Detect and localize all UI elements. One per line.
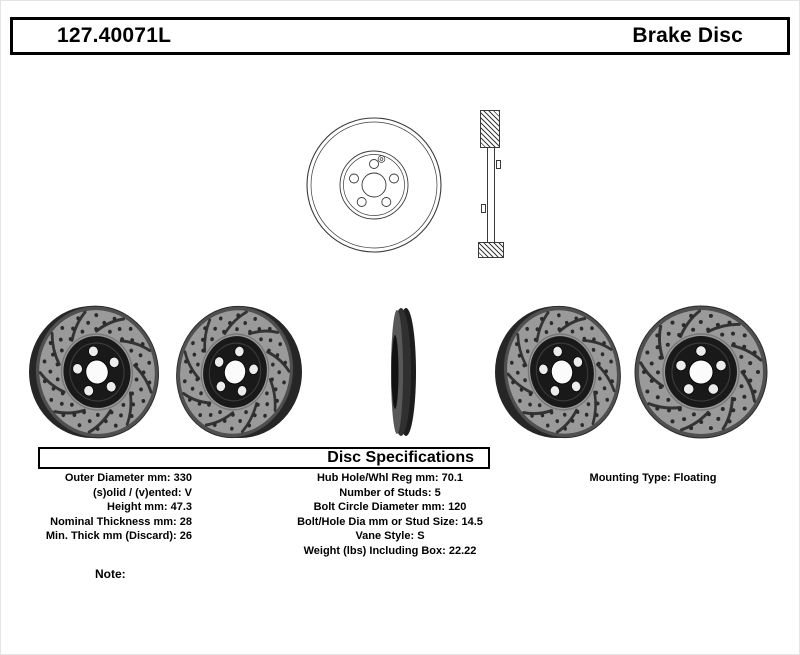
spec-value: V — [184, 486, 192, 499]
cross-section-hat-wall — [487, 148, 495, 242]
spec-value: 330 — [173, 472, 192, 484]
part-number: 127.40071L — [57, 24, 172, 47]
spec-value: 120 — [448, 501, 467, 513]
spec-value: 26 — [179, 530, 192, 542]
note-label: Note: — [95, 567, 126, 581]
product-title: Brake Disc — [632, 24, 743, 47]
spec-row-nominal-thickness: Nominal Thickness mm: 28 — [30, 515, 192, 530]
spec-label: Min. Thick mm (Discard): — [45, 530, 177, 542]
spec-label: Mounting Type: — [589, 472, 671, 484]
spec-label: Bolt Circle Diameter mm: — [313, 501, 445, 513]
spec-label: Number of Studs: — [339, 486, 432, 499]
spec-row-weight-including-box: Weight (lbs) Including Box: 22.22 — [240, 544, 540, 559]
technical-drawing-cross-section-image — [470, 108, 514, 262]
spec-label: Nominal Thickness mm: — [50, 515, 177, 528]
spec-row-bolt-hole-dia-stud-size: Bolt/Hole Dia mm or Stud Size: 14.5 — [240, 515, 540, 530]
spec-row-vane-style: Vane Style: S — [240, 529, 540, 544]
cross-section-hub-flange — [478, 242, 504, 258]
spec-label: Height mm: — [107, 501, 168, 513]
cross-section-step — [481, 204, 486, 213]
technical-drawing-front-view-image — [306, 117, 442, 253]
cross-section-friction-ring — [480, 110, 500, 148]
cross-section-step — [496, 160, 501, 169]
spec-row-outer-diameter: Outer Diameter mm: 330 — [30, 471, 192, 486]
rotor-photo-4-angled — [495, 305, 621, 439]
spec-value: 22.22 — [448, 544, 477, 557]
spec-label: Weight (lbs) Including Box: — [303, 544, 446, 557]
spec-label: Vane Style: — [355, 530, 415, 542]
spec-label: (s)olid / (v)ented: — [92, 486, 182, 499]
header-bar: 127.40071L Brake Disc — [10, 17, 790, 55]
spec-value: S — [417, 530, 425, 542]
spec-value: 47.3 — [170, 501, 192, 513]
disc-specifications-title-bar: Disc Specifications — [38, 447, 490, 469]
spec-value: 28 — [179, 515, 192, 528]
spec-row-min-thickness-discard: Min. Thick mm (Discard): 26 — [30, 529, 192, 544]
spec-row-hub-hole: Hub Hole/Whl Reg mm: 70.1 — [240, 471, 540, 486]
spec-row-height: Height mm: 47.3 — [30, 500, 192, 515]
spec-column-middle: Hub Hole/Whl Reg mm: 70.1 Number of Stud… — [240, 471, 540, 558]
spec-value: 5 — [434, 486, 441, 499]
rotor-photo-5-front — [634, 305, 768, 439]
rotor-photo-2-angled — [176, 305, 302, 439]
spec-label: Hub Hole/Whl Reg mm: — [316, 472, 439, 484]
spec-column-right: Mounting Type: Floating — [548, 471, 758, 486]
spec-row-number-of-studs: Number of Studs: 5 — [240, 486, 540, 501]
spec-value: Floating — [673, 472, 717, 484]
spec-value: 70.1 — [441, 472, 464, 484]
spec-row-bolt-circle-diameter: Bolt Circle Diameter mm: 120 — [240, 500, 540, 515]
spec-value: 14.5 — [461, 515, 483, 528]
spec-row-solid-vented: (s)olid / (v)ented: V — [30, 486, 192, 501]
disc-specifications-title: Disc Specifications — [327, 449, 474, 466]
spec-label: Bolt/Hole Dia mm or Stud Size: — [297, 515, 459, 528]
spec-label: Outer Diameter mm: — [64, 472, 171, 484]
rotor-photo-1-angled — [29, 305, 159, 439]
spec-row-mounting-type: Mounting Type: Floating — [548, 471, 758, 486]
spec-column-left: Outer Diameter mm: 330 (s)olid / (v)ente… — [30, 471, 192, 544]
rotor-photo-3-edge-view — [391, 308, 416, 436]
